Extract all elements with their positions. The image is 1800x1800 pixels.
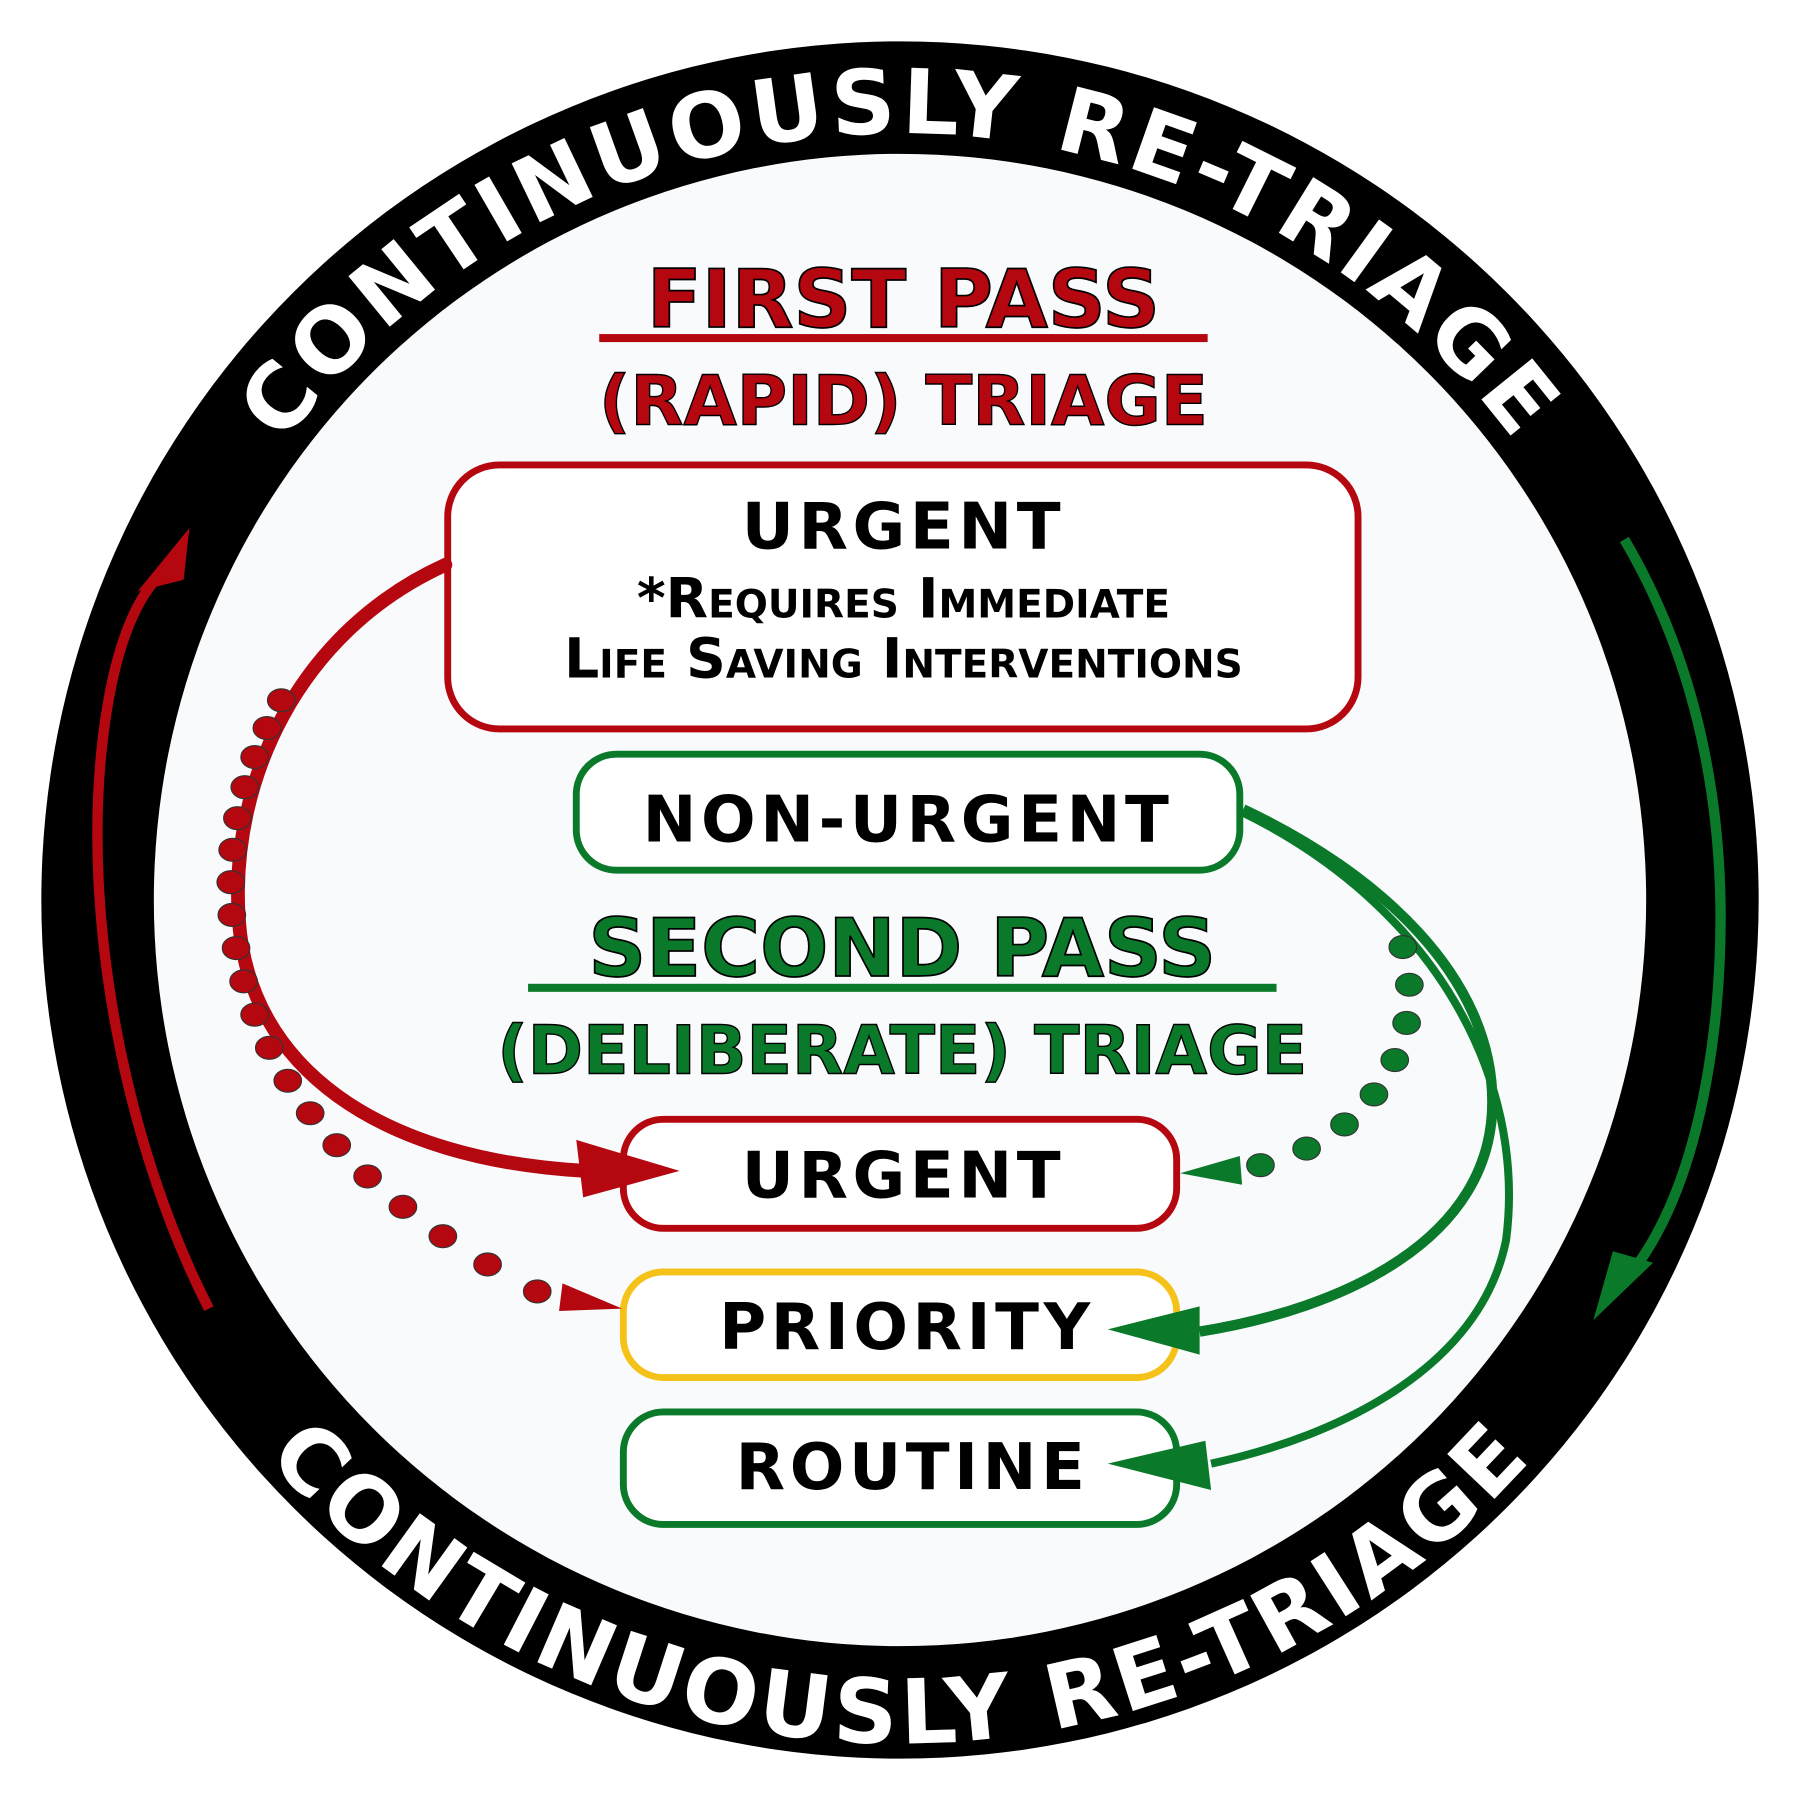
dot-mark [388, 1194, 418, 1219]
urgent-note-line1: *Requires Immediate [637, 567, 1170, 631]
dot-mark [473, 1252, 502, 1277]
dot-mark [273, 1068, 303, 1093]
first-pass-urgent-box: URGENT *Requires Immediate Life Saving I… [444, 461, 1362, 733]
dot-mark [1380, 1047, 1410, 1073]
dot-mark [240, 745, 270, 770]
first-pass-subtitle: (RAPID) TRIAGE [599, 362, 1208, 442]
arrow-nonurgent-to-urgent-dotted [1180, 935, 1424, 1185]
priority-box: PRIORITY [619, 1268, 1181, 1381]
non-urgent-box: NON-URGENT [572, 750, 1244, 874]
dot-mark [1388, 935, 1418, 960]
dot-mark [216, 870, 246, 895]
second-pass-urgent-box: URGENT [619, 1115, 1181, 1232]
arrow-nonurgent-to-priority [1107, 804, 1498, 1355]
dot-mark [353, 1164, 382, 1189]
second-pass-subtitle: (DELIBERATE) TRIAGE [497, 1011, 1307, 1089]
dot-mark [1359, 1082, 1389, 1107]
arrow-nonurgent-to-routine [1107, 809, 1513, 1491]
dot-mark [230, 775, 260, 800]
ring-arrow-green-down [1593, 536, 1726, 1321]
dot-mark [252, 716, 282, 741]
dot-mark [254, 1035, 284, 1060]
dot-mark [217, 902, 247, 928]
second-urgent-label: URGENT [742, 1138, 1066, 1213]
dot-mark [428, 1224, 458, 1249]
routine-box: ROUTINE [619, 1408, 1181, 1528]
dot-mark [322, 1133, 352, 1158]
routine-label: ROUTINE [736, 1430, 1090, 1505]
priority-label: PRIORITY [719, 1290, 1095, 1365]
arrow-urgent-to-priority-dotted [216, 688, 623, 1311]
dot-mark [266, 688, 296, 713]
urgent-label: URGENT [742, 490, 1066, 565]
dot-mark [218, 837, 248, 862]
dot-mark [1246, 1153, 1275, 1178]
dot-mark [295, 1101, 325, 1126]
dot-mark [1392, 1010, 1421, 1035]
dot-mark [1395, 972, 1424, 997]
non-urgent-label: NON-URGENT [643, 782, 1174, 857]
second-pass-underline [528, 983, 1277, 992]
dot-mark [522, 1279, 552, 1304]
dot-mark [240, 1002, 269, 1027]
first-pass-title: FIRST PASS [647, 252, 1160, 346]
second-pass-title: SECOND PASS [588, 901, 1216, 995]
dot-mark [1292, 1136, 1321, 1161]
dot-mark [229, 969, 258, 994]
dot-mark [1330, 1112, 1359, 1137]
urgent-note-line2: Life Saving Interventions [564, 626, 1243, 690]
dot-mark [221, 936, 251, 961]
dot-mark [223, 806, 252, 831]
first-pass-underline [599, 334, 1208, 343]
